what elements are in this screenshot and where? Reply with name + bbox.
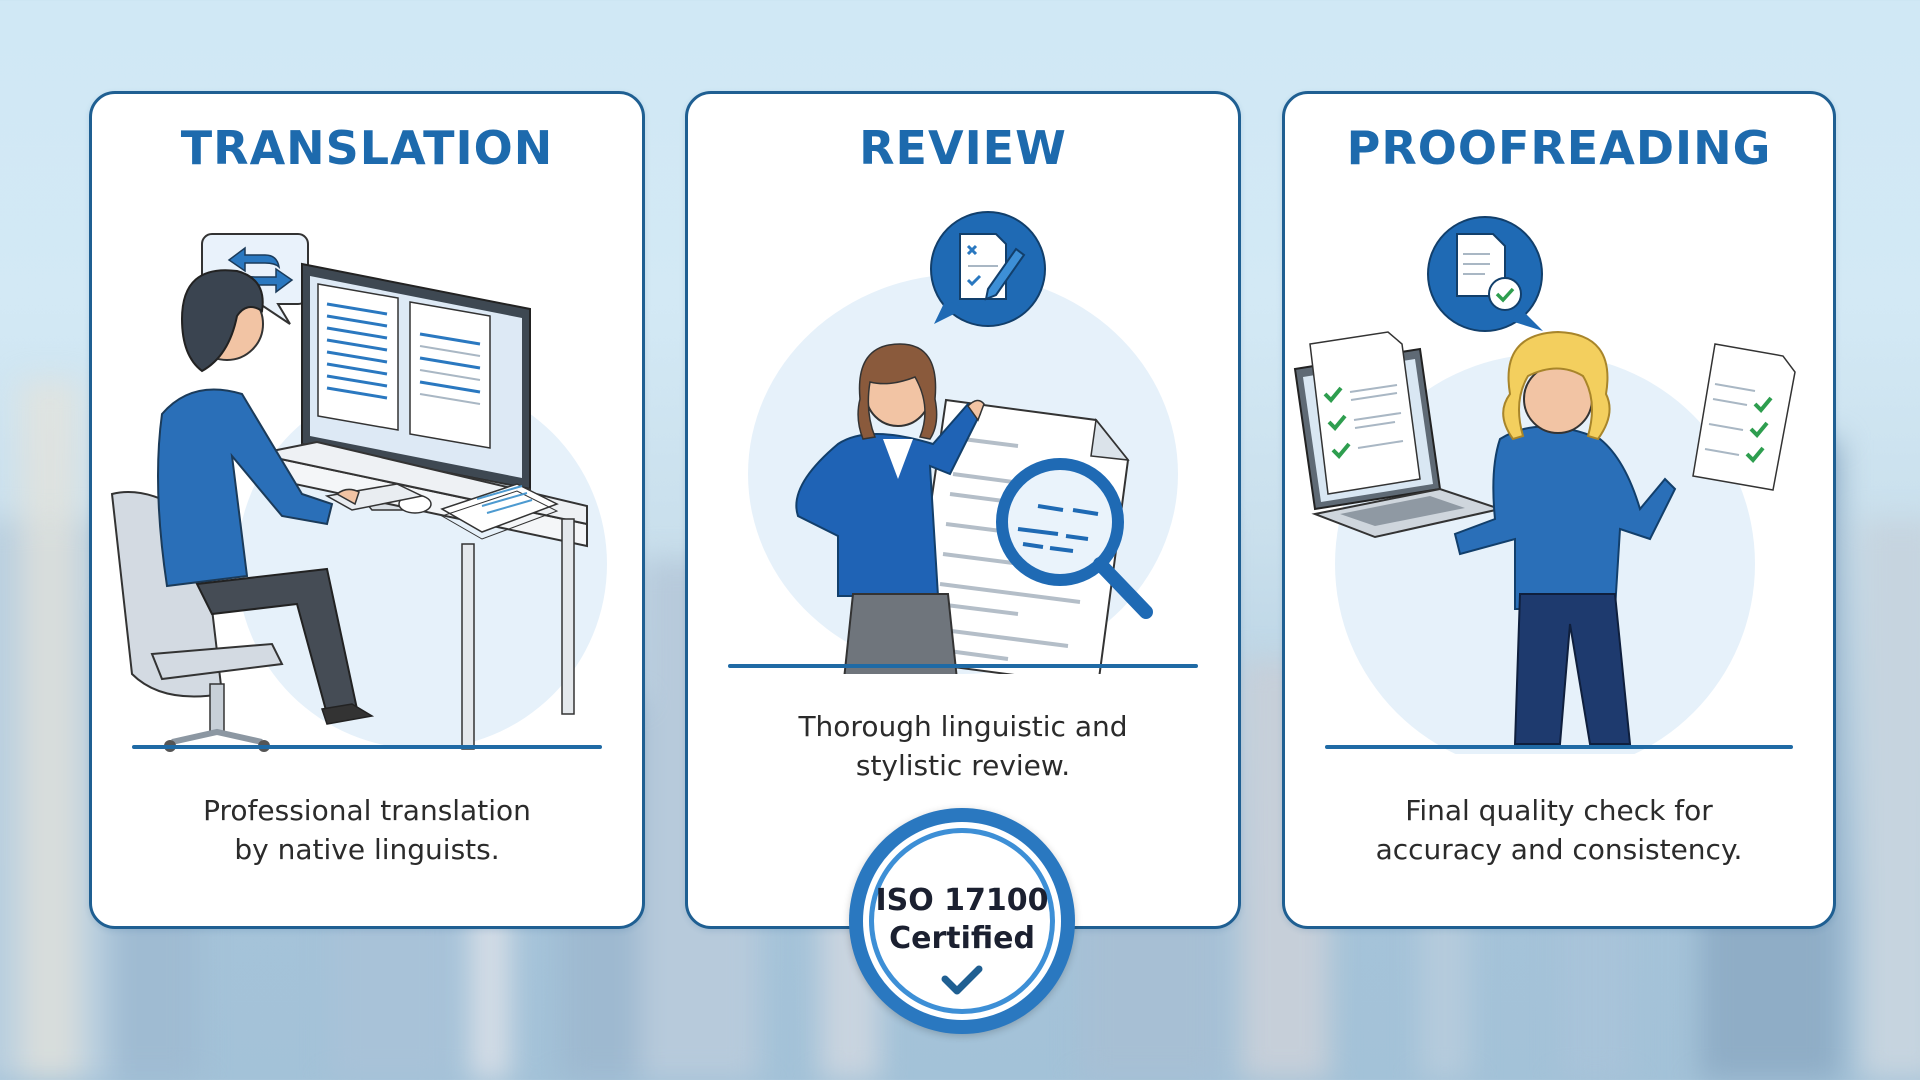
checked-document (1692, 343, 1796, 491)
proofreading-description-line-2: accuracy and consistency. (1375, 833, 1743, 866)
reviewer-person (795, 343, 985, 674)
desk (256, 440, 588, 750)
translation-card: TRANSLATION (89, 91, 645, 929)
reviewer-with-document-illustration (748, 211, 1178, 674)
checkmark-icon (941, 965, 983, 995)
proofreader-with-laptop-illustration (1293, 216, 1796, 754)
review-card: REVIEW (685, 91, 1241, 929)
badge-line-2: Certified (889, 921, 1035, 956)
computer-monitor (301, 262, 531, 511)
card-divider (132, 745, 602, 749)
card-divider (728, 664, 1198, 668)
proofreading-card: PROOFREADING (1282, 91, 1836, 929)
proofreader-person (1453, 330, 1677, 745)
review-description-line-2: stylistic review. (855, 749, 1071, 782)
badge-line-1: ISO 17100 (875, 883, 1049, 918)
laptop-with-checklist (1293, 331, 1504, 539)
translator-at-desk-illustration (110, 233, 607, 752)
magnifying-glass-icon (996, 458, 1153, 619)
proofreading-description-line-1: Final quality check for (1405, 794, 1713, 827)
document-check-icon (1427, 216, 1543, 332)
translator-person (157, 269, 375, 725)
translation-title: TRANSLATION (180, 121, 554, 175)
translation-description-line-1: Professional translation (203, 794, 531, 827)
review-description-line-1: Thorough linguistic and (798, 710, 1128, 743)
iso-certification-badge: ISO 17100 Certified (849, 808, 1075, 1034)
translation-description-line-2: by native linguists. (234, 833, 500, 866)
card-divider (1325, 745, 1793, 749)
proofreading-title: PROOFREADING (1346, 121, 1772, 175)
checklist-pencil-icon (930, 211, 1046, 327)
review-title: REVIEW (859, 121, 1067, 175)
